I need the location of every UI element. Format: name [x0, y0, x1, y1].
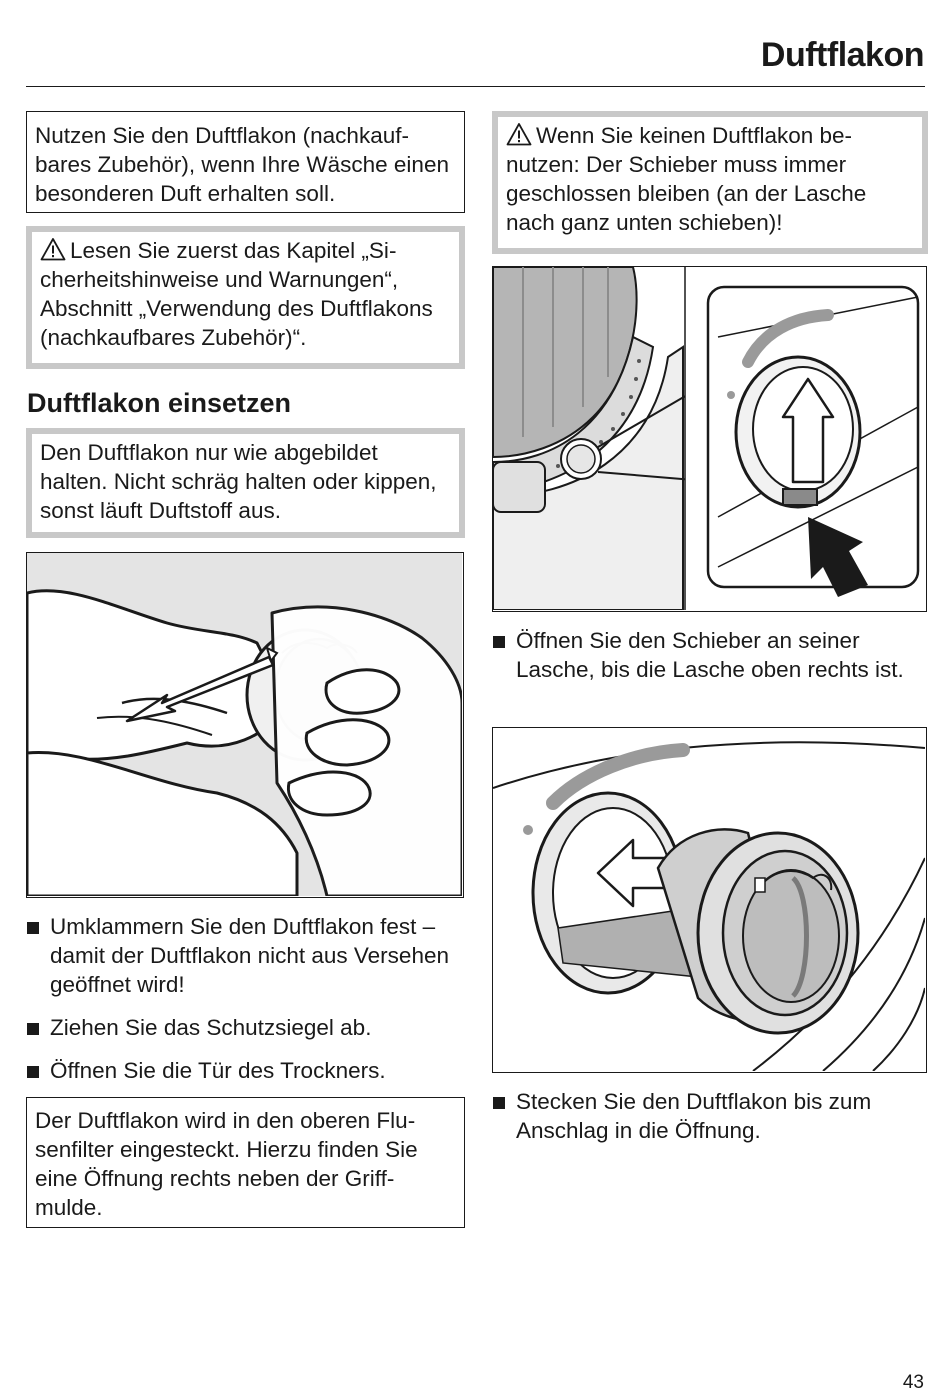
list-item: Öffnen Sie die Tür des Trockners. — [26, 1056, 466, 1085]
step-list-insert: Stecken Sie den Duftflakon bis zum Ansch… — [492, 1087, 928, 1159]
warning-text-slider: Wenn Sie keinen Duftflakon be­nutzen: De… — [506, 123, 867, 235]
hold-instruction-text: Den Duftflakon nur wie abgebildet halten… — [40, 440, 437, 523]
hold-instruction-box: Den Duftflakon nur wie abgebildet halten… — [26, 428, 465, 538]
figure-insert-flacon — [492, 727, 927, 1073]
title-divider — [26, 86, 925, 87]
page-number: 43 — [902, 1372, 924, 1393]
figure-hand-holding-flacon — [26, 552, 464, 898]
intro-box: Nutzen Sie den Duftflakon (nachkauf­bare… — [26, 111, 465, 213]
page-title: Duftflakon — [760, 36, 925, 74]
info-text: Der Duftflakon wird in den oberen Flu­se… — [35, 1108, 418, 1220]
figure-slider-opening — [492, 266, 927, 612]
warning-box-safety: Lesen Sie zuerst das Kapitel „Si­cherhei… — [26, 226, 465, 369]
list-item: Stecken Sie den Duftflakon bis zum Ansch… — [492, 1087, 928, 1145]
step-list-open: Öffnen Sie den Schieber an seiner Lasche… — [492, 626, 928, 698]
info-box: Der Duftflakon wird in den oberen Flu­se… — [26, 1097, 465, 1228]
intro-text: Nutzen Sie den Duftflakon (nachkauf­bare… — [35, 123, 449, 206]
list-item: Umklammern Sie den Duftflakon fest – dam… — [26, 912, 466, 999]
list-item: Ziehen Sie das Schutzsiegel ab. — [26, 1013, 466, 1042]
warning-text-safety: Lesen Sie zuerst das Kapitel „Si­cherhei… — [40, 238, 433, 350]
step-list-left: Umklammern Sie den Duftflakon fest – dam… — [26, 912, 466, 1099]
warning-box-slider: Wenn Sie keinen Duftflakon be­nutzen: De… — [492, 111, 928, 254]
warning-triangle-icon — [40, 237, 66, 261]
warning-triangle-icon — [506, 122, 532, 146]
list-item: Öffnen Sie den Schieber an seiner Lasche… — [492, 626, 928, 684]
section-heading: Duftflakon einsetzen — [27, 388, 292, 418]
